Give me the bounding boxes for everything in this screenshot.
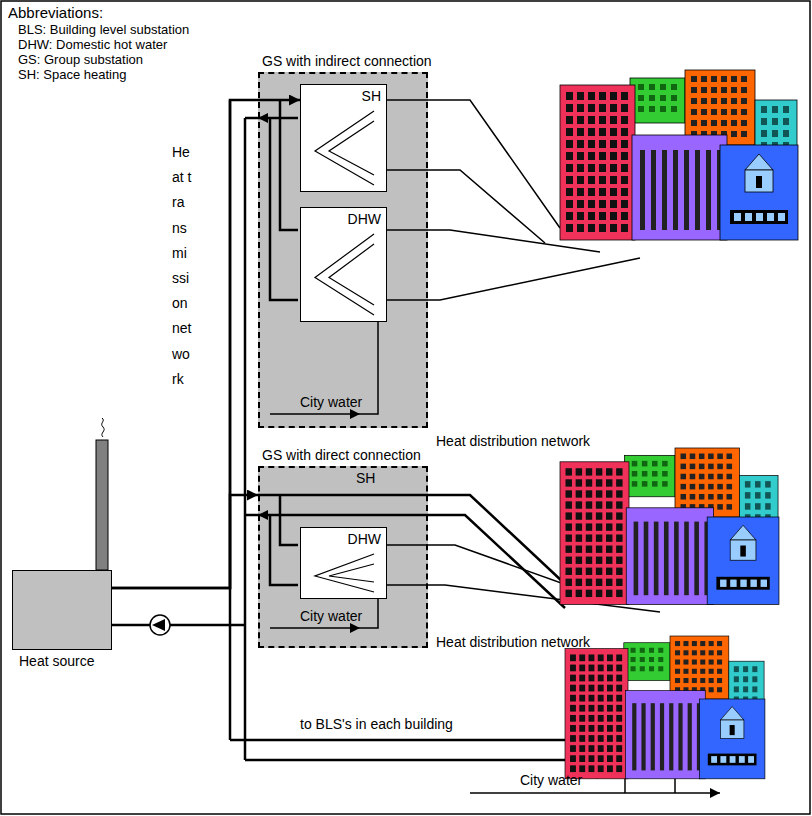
pipe-connector [112, 495, 258, 588]
pump-symbol [150, 615, 170, 635]
node-label: Heat source [19, 653, 94, 670]
node-label: DHW [348, 211, 381, 228]
abbreviation-text: Abbreviations: [8, 4, 103, 22]
return-pipe [112, 624, 245, 627]
pipes [112, 100, 718, 778]
supply-pipe [230, 740, 612, 772]
abbreviation-text: SH: Space heating [18, 67, 126, 83]
node-label: GS with indirect connection [262, 53, 432, 70]
text-label: City water [300, 394, 362, 411]
text-label: City water [300, 608, 362, 625]
supply-pipe [258, 495, 580, 598]
group-substation: GS with indirect connectionSHDHW [258, 72, 428, 428]
return-pipe [244, 118, 247, 760]
node-label: GS with direct connection [262, 447, 421, 464]
text-label: to BLS's in each building [300, 716, 453, 733]
node-label: DHW [348, 531, 381, 548]
building-group [560, 70, 798, 240]
abbreviation-text: BLS: Building level substation [18, 22, 189, 38]
text-label: City water [520, 772, 582, 789]
text-label: Heat distribution network [436, 433, 590, 450]
return-pipe [270, 118, 298, 300]
substation-ground [258, 72, 428, 428]
building-group [560, 448, 779, 604]
text-label: Heat distribution network [436, 634, 590, 651]
distribution-pipes [270, 100, 720, 793]
chimney [96, 440, 108, 570]
pipe-connector [112, 100, 300, 588]
abbreviation-text: GS: Group substation [18, 52, 143, 68]
building-group [565, 636, 765, 779]
abbreviation-text: DHW: Domestic hot water [18, 37, 167, 53]
smoke [102, 418, 104, 437]
heat-exchanger: DHW [300, 207, 387, 322]
text-label: Heat transmission network [172, 140, 192, 392]
buildings [560, 70, 798, 779]
return-pipe [245, 117, 298, 120]
supply-pipe [280, 495, 298, 545]
supply-pipe [280, 100, 298, 230]
heat-source-box: Heat source [12, 570, 112, 650]
node-label: SH [362, 88, 381, 105]
text-label: SH [356, 470, 375, 487]
heat-exchanger: DHW [300, 527, 387, 599]
return-pipe [270, 515, 298, 585]
heat-exchanger: SH [300, 84, 387, 192]
substation-ground [258, 466, 428, 648]
